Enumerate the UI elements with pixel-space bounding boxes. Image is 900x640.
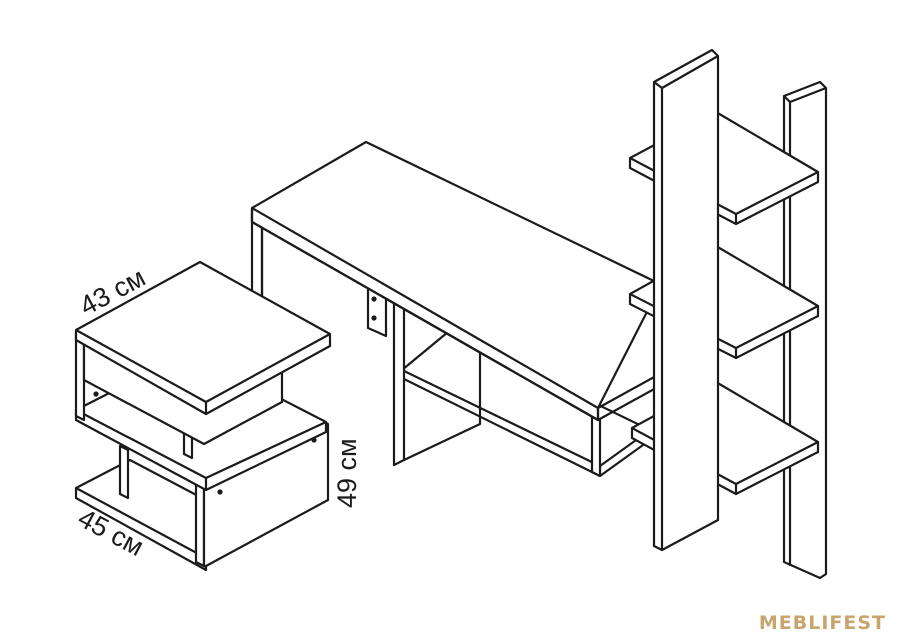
height-dimension-label: 49 см <box>332 438 362 508</box>
cabinet-right-panel <box>194 478 206 568</box>
bookshelf-front-post <box>652 48 720 552</box>
brand-logo: MEBLIFEST <box>758 612 886 634</box>
side-cabinet <box>74 260 332 572</box>
cabinet-left-post <box>118 444 130 500</box>
screw-icon <box>93 391 99 397</box>
desk-center-divider <box>392 299 406 467</box>
screw-icon <box>371 315 377 321</box>
cabinet-left-side <box>74 330 86 422</box>
cabinet-top-board <box>74 260 332 416</box>
screw-icon <box>371 296 377 302</box>
bookshelf <box>628 48 828 580</box>
screw-icon <box>217 489 223 495</box>
desk-right-panel <box>590 414 602 478</box>
